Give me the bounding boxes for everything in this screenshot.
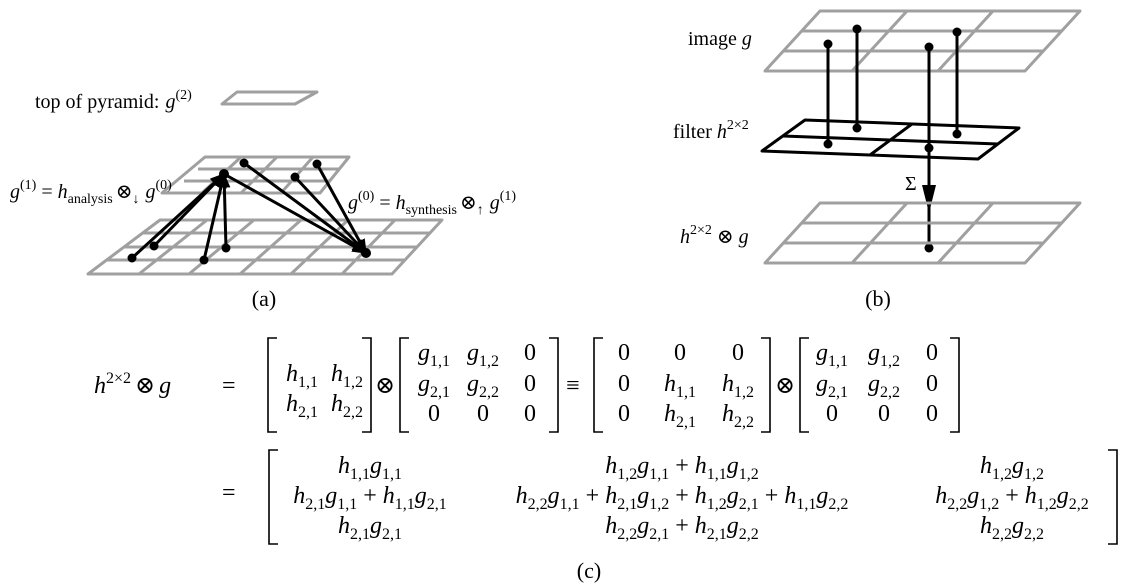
image-matrix-entry-r2c2: g2,2 xyxy=(467,371,499,401)
result-label: h2×2 ⊗ g xyxy=(680,223,749,248)
result-grid xyxy=(763,201,1082,265)
image-matrix-entry-r3c2: 0 xyxy=(477,401,489,427)
image-matrix-2-entry-r1c3: 0 xyxy=(926,340,938,366)
filter-grid xyxy=(760,118,1021,161)
result-matrix-entry-r2c3: h2,2g1,2 + h1,2g2,2 xyxy=(935,483,1089,513)
pyramid-bottom-grid xyxy=(86,218,444,276)
caption-b: (b) xyxy=(865,286,891,311)
padded-filter-matrix-entry-r2c1: 0 xyxy=(618,371,630,397)
panel-c: h2×2⊗g = = ⊗ ≡ ⊗ h1,1 h1,2 h2,1 h2,2 g1,1 g1,… xyxy=(94,337,1118,583)
filter-matrix-entry-r2c2: h2,2 xyxy=(331,391,363,421)
matrix-brackets xyxy=(267,337,1118,545)
image-matrix-2-entry-r3c1: 0 xyxy=(826,401,838,427)
padded-filter-matrix-entry-r1c2: 0 xyxy=(674,340,686,366)
image-matrix-entry-r2c3: 0 xyxy=(524,371,536,397)
pyramid-top-cell xyxy=(220,90,319,106)
panel-b: image g filter h2×2 Σ xyxy=(673,9,1082,311)
image-matrix-2-entry-r2c3: 0 xyxy=(926,371,938,397)
filter-taps xyxy=(823,24,962,153)
result-matrix-entry-r1c3: h1,2g1,2 xyxy=(980,453,1044,483)
image-label: image g xyxy=(688,28,752,50)
image-matrix-entry-r3c1: 0 xyxy=(428,401,440,427)
image-matrix-2-entry-r3c2: 0 xyxy=(878,401,890,427)
otimes-1: ⊗ xyxy=(375,373,395,399)
panel-a: top of pyramid:g(2) xyxy=(10,88,516,311)
caption-c: (c) xyxy=(577,558,601,583)
result-matrix-entry-r3c3: h2,2g2,2 xyxy=(980,513,1044,543)
equiv-sign: ≡ xyxy=(566,373,580,399)
image-matrix-2-entry-r3c3: 0 xyxy=(926,401,938,427)
synthesis-arrows xyxy=(223,158,371,258)
result-matrix-entry-r3c2: h2,2g2,1 + h2,1g2,2 xyxy=(605,513,759,543)
pyramid-top-label: top of pyramid:g(2) xyxy=(35,88,192,113)
equals-sign-2: = xyxy=(222,480,236,506)
equals-sign-1: = xyxy=(222,373,236,399)
padded-filter-matrix-entry-r1c3: 0 xyxy=(732,340,744,366)
image-matrix-2-entry-r1c2: g1,2 xyxy=(868,340,900,370)
filter-label: filter h2×2 xyxy=(673,118,749,143)
convolution-lhs: h2×2⊗g xyxy=(94,370,171,399)
image-grid xyxy=(763,9,1082,73)
result-matrix-entry-r1c1: h1,1g1,1 xyxy=(338,453,402,483)
result-matrix-entry-r2c1: h2,1g1,1 + h1,1g2,1 xyxy=(293,483,447,513)
padded-filter-matrix-entry-r3c3: h2,2 xyxy=(722,401,754,431)
filter-matrix-entry-r1c1: h1,1 xyxy=(286,361,318,391)
sum-symbol: Σ xyxy=(905,173,917,195)
caption-a: (a) xyxy=(252,286,276,311)
analysis-equation: g(1) = hanalysis⊗↓g(0) xyxy=(10,178,172,207)
otimes-2: ⊗ xyxy=(775,373,795,399)
synthesis-equation: g(0) = hsynthesis⊗↑g(1) xyxy=(348,189,516,218)
padded-filter-matrix-entry-r2c2: h1,1 xyxy=(664,371,696,401)
image-matrix-entry-r1c2: g1,2 xyxy=(467,340,499,370)
filter-matrix-entry-r1c2: h1,2 xyxy=(331,361,363,391)
result-matrix-entry-r2c2: h2,2g1,1 + h2,1g1,2 + h1,2g2,1 + h1,1g2,… xyxy=(516,483,849,513)
padded-filter-matrix-entry-r2c3: h1,2 xyxy=(722,371,754,401)
result-matrix-entry-r1c2: h1,2g1,1 + h1,1g1,2 xyxy=(605,453,759,483)
padded-filter-matrix-entry-r3c2: h2,1 xyxy=(664,401,696,431)
analysis-arrows xyxy=(127,169,231,265)
padded-filter-matrix-entry-r1c1: 0 xyxy=(618,340,630,366)
image-matrix-2-entry-r2c1: g2,1 xyxy=(816,371,848,401)
sum-arrow: Σ xyxy=(905,148,936,253)
filter-matrix-entry-r2c1: h2,1 xyxy=(286,391,318,421)
image-matrix-2-entry-r1c1: g1,1 xyxy=(816,340,848,370)
padded-filter-matrix-entry-r3c1: 0 xyxy=(618,401,630,427)
image-matrix-entry-r1c3: 0 xyxy=(524,340,536,366)
result-matrix-entry-r3c1: h2,1g2,1 xyxy=(338,513,402,543)
image-matrix-entry-r2c1: g2,1 xyxy=(418,371,450,401)
image-matrix-entry-r3c3: 0 xyxy=(524,401,536,427)
image-matrix-entry-r1c1: g1,1 xyxy=(418,340,450,370)
image-matrix-2-entry-r2c2: g2,2 xyxy=(868,371,900,401)
